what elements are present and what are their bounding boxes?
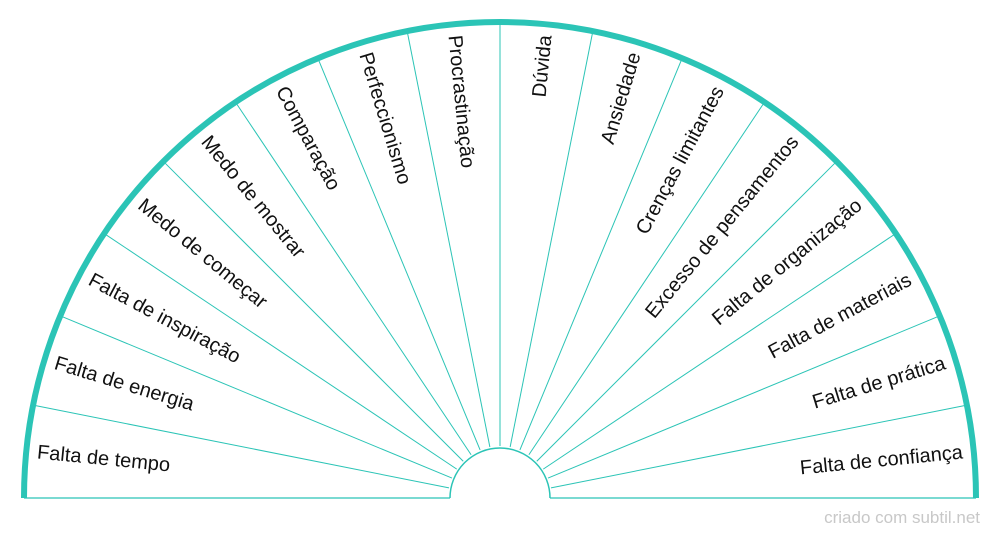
segment-label: Crenças limitantes (632, 83, 729, 238)
segment-divider (536, 161, 837, 462)
segment-divider (542, 233, 897, 470)
segment-label: Dúvida (529, 33, 557, 98)
segment-label: Procrastinação (443, 34, 478, 169)
segment-divider (547, 315, 940, 479)
segment-label: Falta de confiança (799, 441, 965, 479)
segment-label: Medo de começar (134, 195, 272, 314)
wheel-hub (449, 447, 551, 499)
segment-label: Medo de mostrar (197, 132, 310, 263)
segment-label: Ansiedade (597, 50, 645, 147)
segment-divider (550, 404, 967, 489)
segment-label: Falta de tempo (36, 441, 171, 476)
segment-label: Comparação (271, 83, 344, 194)
footer-credit: criado com subtil.net (824, 508, 980, 527)
segment-divider (60, 315, 453, 479)
segment-dividers (24, 22, 976, 499)
segment-label: Falta de materiais (765, 269, 916, 363)
segment-divider (519, 58, 683, 451)
segment-divider (528, 101, 765, 456)
segment-divider (509, 31, 594, 448)
segment-label: Falta de inspiração (85, 269, 244, 368)
segment-divider (317, 58, 481, 451)
segment-divider (235, 101, 472, 456)
segment-divider (33, 404, 450, 489)
segment-divider (163, 161, 464, 462)
segment-divider (103, 233, 458, 470)
segment-label: Perfeccionismo (354, 50, 415, 187)
segment-divider (406, 31, 491, 448)
wheel-outer-rim (21, 19, 979, 499)
segment-label: Excesso de pensamentos (641, 132, 803, 323)
segment-label: Falta de energia (52, 352, 198, 415)
